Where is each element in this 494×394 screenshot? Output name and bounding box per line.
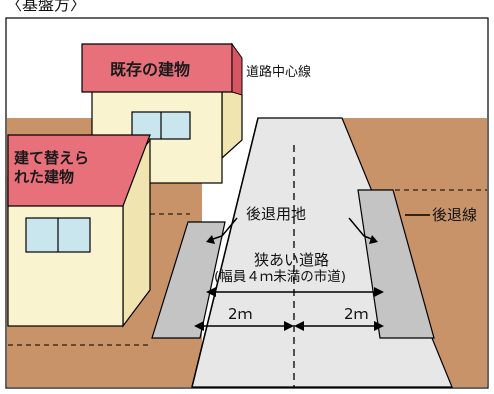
dim-arrowhead-right-a (294, 321, 304, 331)
ground-right (342, 118, 487, 387)
existing-building-label: 既存の建物 (110, 60, 191, 79)
ground-mid (90, 330, 200, 387)
road-centerline-label: 道路中心線 (246, 65, 312, 80)
setback-strip-left (151, 221, 226, 339)
setback-land-leader-right (348, 217, 375, 241)
rebuilt-building-label-line1: 建て替えら (14, 149, 90, 167)
dim-arrowhead-left-b (284, 321, 294, 331)
dimension-right-label: 2ｍ (344, 305, 369, 323)
road-width-arrowhead-right (374, 287, 384, 297)
setback-land-arrow-left (206, 235, 215, 244)
dim-arrowhead-right-b (374, 321, 384, 331)
setback-line-label: 後退線 (432, 206, 478, 224)
rebuilt-building-label-line2: れた建物 (14, 168, 75, 186)
rebuilt-building-roof (7, 134, 151, 207)
dim-arrowhead-left-a (194, 321, 204, 331)
existing-building-roof-side (231, 42, 243, 96)
rebuilt-building (7, 134, 151, 328)
dimension-left-label: 2ｍ (228, 305, 253, 323)
narrow-road-label-line1: 狭あい道路 (254, 251, 330, 269)
narrow-road-label-line2: (幅員４ｍ未満の市道) (214, 269, 347, 285)
road-left-edge (191, 117, 259, 388)
road-width-arrowhead-left (206, 287, 216, 297)
setback-land-leader-left (209, 217, 238, 241)
setback-land-arrow-right (369, 235, 378, 244)
top-caption: 〈基盤方〉 (6, 0, 87, 14)
setback-strip-right (357, 189, 435, 339)
setback-land-label: 後退用地 (246, 205, 307, 223)
